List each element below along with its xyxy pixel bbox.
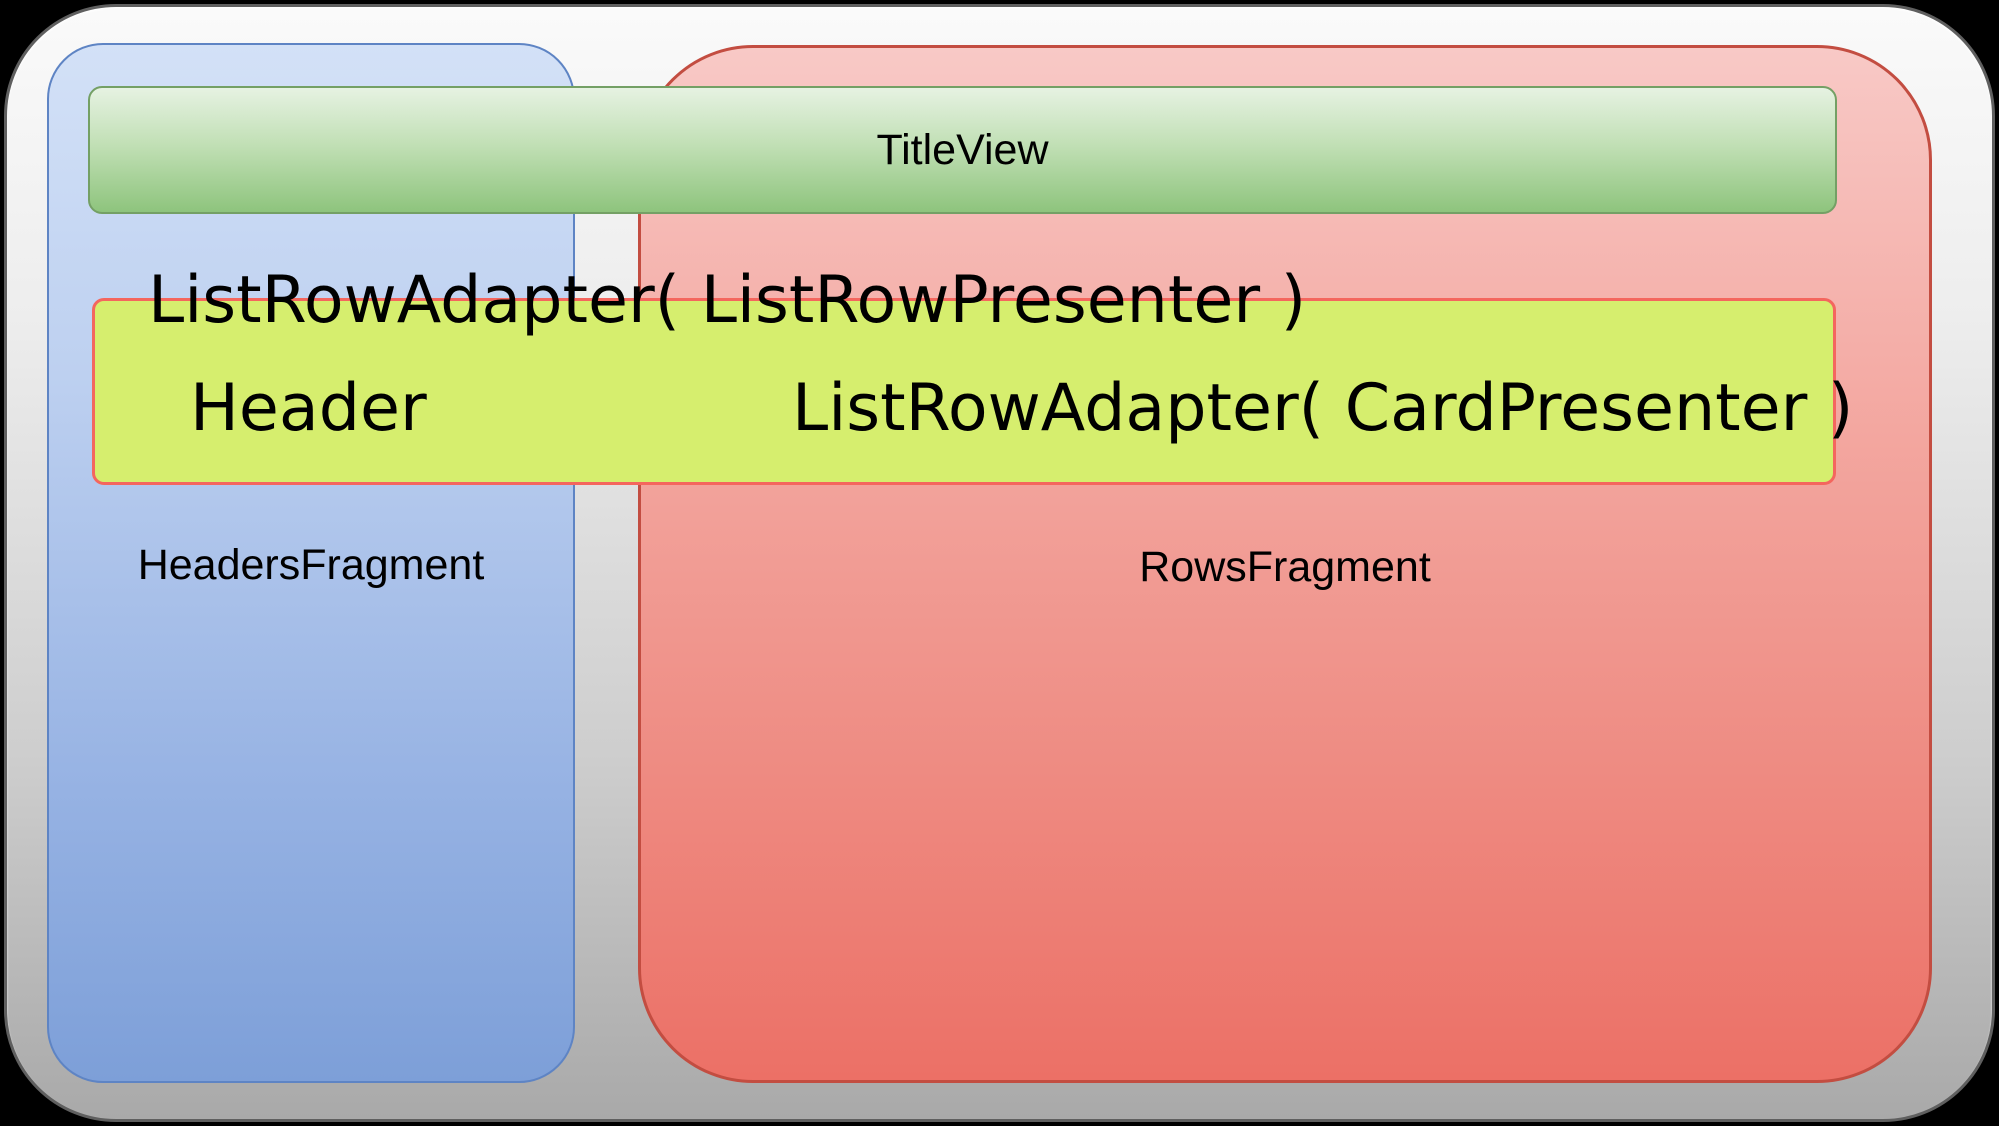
rows-fragment-panel: [638, 45, 1932, 1083]
title-view-bar: TitleView: [88, 86, 1837, 214]
list-row-presenter-label: ListRowAdapter( ListRowPresenter ): [148, 263, 1307, 338]
headers-fragment-label: HeadersFragment: [137, 541, 485, 589]
list-row-adapter-bar: [92, 298, 1836, 485]
headers-fragment-panel: [47, 43, 575, 1083]
title-view-label: TitleView: [876, 125, 1049, 174]
header-label: Header: [190, 371, 427, 446]
rows-fragment-label: RowsFragment: [1139, 543, 1431, 591]
card-presenter-label: ListRowAdapter( CardPresenter ): [792, 371, 1854, 446]
